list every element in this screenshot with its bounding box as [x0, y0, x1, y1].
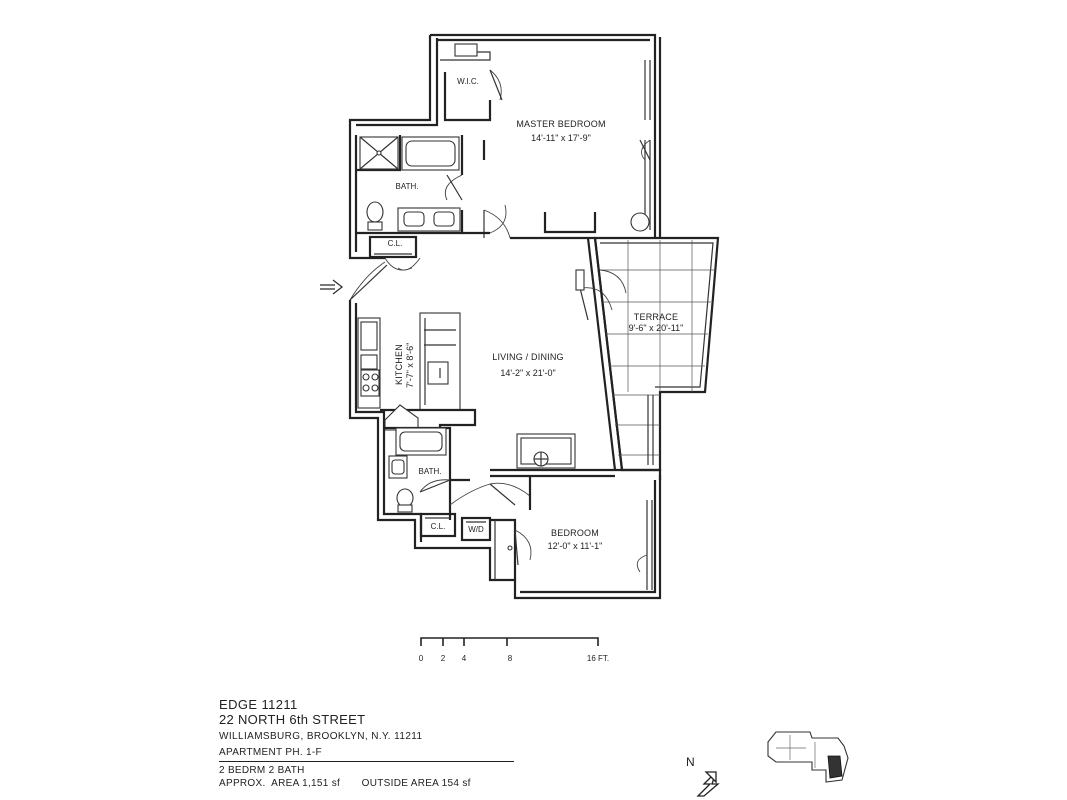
room-label-master-bedroom: MASTER BEDROOM: [516, 119, 605, 129]
room-dims-master-bedroom: 14'-11" x 17'-9": [531, 133, 591, 143]
room-label-wd: W/D: [468, 525, 484, 534]
room-label-bath-1: BATH.: [396, 182, 419, 191]
street-address: 22 NORTH 6th STREET: [219, 712, 366, 727]
living-dining: [516, 237, 624, 471]
bath-2: [384, 426, 531, 542]
scale-tick-0: 0: [419, 654, 424, 663]
room-label-living-dining: LIVING / DINING: [492, 352, 564, 362]
scale-tick-16: 16 FT.: [587, 654, 609, 663]
area-summary: APPROX. AREA 1,151 sf OUTSIDE AREA 154 s…: [219, 778, 471, 789]
room-label-wic: W.I.C.: [457, 77, 479, 86]
room-label-closet-2: C.L.: [431, 522, 446, 531]
bedroom: [490, 468, 648, 580]
city-address: WILLIAMSBURG, BROOKLYN, N.Y. 11211: [219, 731, 423, 742]
room-dims-terrace: 9'-6" x 20'-11": [629, 323, 684, 333]
room-label-closet-1: C.L.: [388, 239, 403, 248]
right-arrow-icon: [320, 279, 344, 295]
scale-bar: 0 2 4 8 16 FT.: [419, 637, 609, 663]
north-arrow-icon: [696, 771, 720, 797]
apartment-number: APARTMENT PH. 1-F: [219, 746, 514, 762]
room-label-kitchen: KITCHEN: [394, 344, 404, 385]
kitchen: [357, 312, 477, 433]
room-label-bedroom: BEDROOM: [551, 528, 599, 538]
room-dims-kitchen: 7'-7" x 8'-6": [405, 343, 415, 388]
windows: [644, 60, 653, 590]
scale-tick-2: 2: [441, 654, 446, 663]
room-dims-living-dining: 14'-2" x 21'-0": [500, 368, 555, 378]
bedroom-bath-count: 2 BEDRM 2 BATH: [219, 765, 305, 776]
exterior-walls: [348, 33, 662, 600]
scale-tick-4: 4: [462, 654, 467, 663]
bath-1: [349, 135, 507, 301]
building-name: EDGE 11211: [219, 697, 298, 712]
north-label: N: [686, 755, 695, 769]
building-key-plan-icon: [767, 731, 849, 783]
room-label-bath-2: BATH.: [419, 467, 442, 476]
room-label-terrace: TERRACE: [634, 312, 678, 322]
terrace: [593, 236, 720, 472]
room-dims-bedroom: 12'-0" x 11'-1": [548, 541, 603, 551]
apartment-info: EDGE 11211 22 NORTH 6th STREET WILLIAMSB…: [219, 697, 539, 790]
scale-tick-8: 8: [508, 654, 513, 663]
